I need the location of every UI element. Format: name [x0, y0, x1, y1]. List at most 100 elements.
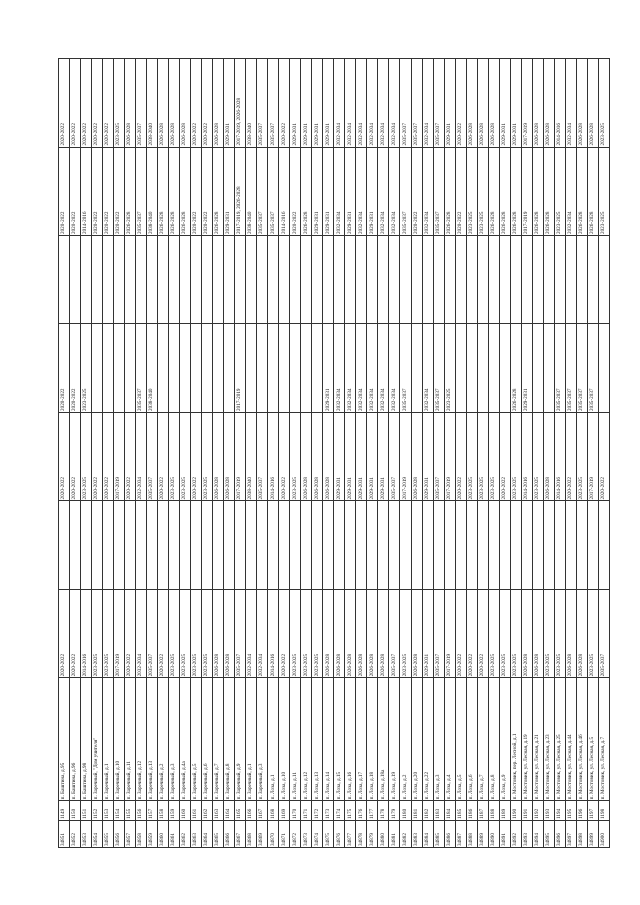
address-cell: п. Мостовик, ул. Лесная, д.21 [532, 677, 544, 801]
period-cell: 2014-2016 [554, 412, 566, 501]
row-number-cell: 1153 [102, 800, 114, 821]
address-cell: п. Мостовик, ул. Лесная, д.7 [598, 677, 610, 801]
period-cell: 2035-2037 [267, 147, 279, 236]
address-cell: п. Заречный, д.8 [223, 677, 235, 801]
period-cell: 2032-2034 [422, 323, 434, 413]
row-id-cell: 34892 [510, 820, 522, 848]
row-id-cell: 34883 [411, 820, 423, 848]
row-number-cell: 1170 [289, 800, 301, 821]
period-cell: 2020-2022 [91, 147, 103, 236]
period-cell: 2023-2025 [510, 589, 522, 678]
period-cell: 2029-2031 [223, 147, 235, 236]
period-cell: 2014-2016 [267, 589, 279, 678]
period-cell [289, 235, 301, 324]
period-cell [289, 323, 301, 413]
address-cell: п. Лоза, д.13 [311, 677, 323, 801]
period-cell: 2035-2037 [399, 323, 411, 413]
period-cell [168, 500, 180, 590]
row-id-cell: 34896 [554, 820, 566, 848]
address-cell: п. Лоза, д.9 [499, 677, 511, 801]
period-cell: 2023-2025 [598, 58, 610, 148]
period-cell [300, 235, 312, 324]
period-cell: 2026-2028 [157, 58, 169, 148]
period-cell: 2023-2025 [80, 412, 92, 501]
period-cell: 2032-2034 [245, 589, 257, 678]
period-cell: 2032-2034 [388, 323, 400, 413]
period-cell: 2020-2022 [69, 589, 81, 678]
row-number-cell: 1173 [322, 800, 334, 821]
row-number-cell: 1198 [598, 800, 610, 821]
period-cell [80, 235, 92, 324]
period-cell [113, 323, 125, 413]
period-cell: 2023-2025 [477, 412, 489, 501]
row-id-cell: 34877 [344, 820, 356, 848]
period-cell: 2020-2022 [80, 58, 92, 148]
row-number-cell: 1191 [521, 800, 533, 821]
period-cell: 2017-2019 [587, 412, 599, 501]
period-cell [201, 500, 213, 590]
period-cell: 2029-2031 [344, 412, 356, 501]
period-cell [587, 500, 599, 590]
period-cell: 2020-2022 [69, 147, 81, 236]
row-number-cell: 1184 [444, 800, 456, 821]
row-id-cell: 34900 [598, 820, 610, 848]
period-cell [212, 235, 224, 324]
period-cell [69, 235, 81, 324]
period-cell: 2026-2028 [179, 58, 191, 148]
row-id-cell: 34869 [256, 820, 268, 848]
period-cell: 2029-2031 [300, 58, 312, 148]
row-id-cell: 34899 [587, 820, 599, 848]
period-cell [488, 323, 500, 413]
period-cell: 2038-2040 [146, 147, 158, 236]
period-cell [223, 323, 235, 413]
period-cell: 2026-2028 [377, 589, 389, 678]
period-cell: 2026-2028 [543, 412, 555, 501]
period-cell: 2023-2025 [289, 412, 301, 501]
period-cell: 2020-2022 [190, 58, 202, 148]
period-cell: 2023-2025 [587, 589, 599, 678]
period-cell: 2035-2037 [433, 323, 445, 413]
period-cell: 2020-2022 [499, 412, 511, 501]
address-cell: п. Лоза, д.6 [466, 677, 478, 801]
period-cell: 2038-2040 [146, 58, 158, 148]
row-number-cell: 1165 [234, 800, 246, 821]
period-cell: 2020-2022 [58, 412, 70, 501]
row-number-cell: 1174 [333, 800, 345, 821]
row-number-cell: 1177 [366, 800, 378, 821]
period-cell: 2017-2019, 2026-2028 [234, 58, 246, 148]
period-cell: 2026-2028 [322, 412, 334, 501]
period-cell [477, 500, 489, 590]
row-number-cell: 1194 [554, 800, 566, 821]
row-id-cell: 34853 [80, 820, 92, 848]
period-cell [355, 235, 367, 324]
period-cell: 2020-2022 [91, 58, 103, 148]
period-cell: 2017-2019 [444, 589, 456, 678]
row-number-cell: 1172 [311, 800, 323, 821]
period-cell: 2026-2028 [300, 412, 312, 501]
address-cell: п. Лоза, д.3 [433, 677, 445, 801]
row-id-cell: 34878 [355, 820, 367, 848]
period-cell [135, 235, 147, 324]
period-cell [521, 235, 533, 324]
period-cell [510, 500, 522, 590]
row-id-cell: 34885 [433, 820, 445, 848]
period-cell: 2026-2028 [168, 58, 180, 148]
period-cell: 2020-2022 [58, 589, 70, 678]
row-number-cell: 1175 [344, 800, 356, 821]
period-cell [399, 500, 411, 590]
period-cell [598, 323, 610, 413]
period-cell: 2032-2034 [333, 58, 345, 148]
period-cell: 2026-2028 [576, 58, 588, 148]
period-cell: 2020-2022 [58, 58, 70, 148]
period-cell [554, 500, 566, 590]
